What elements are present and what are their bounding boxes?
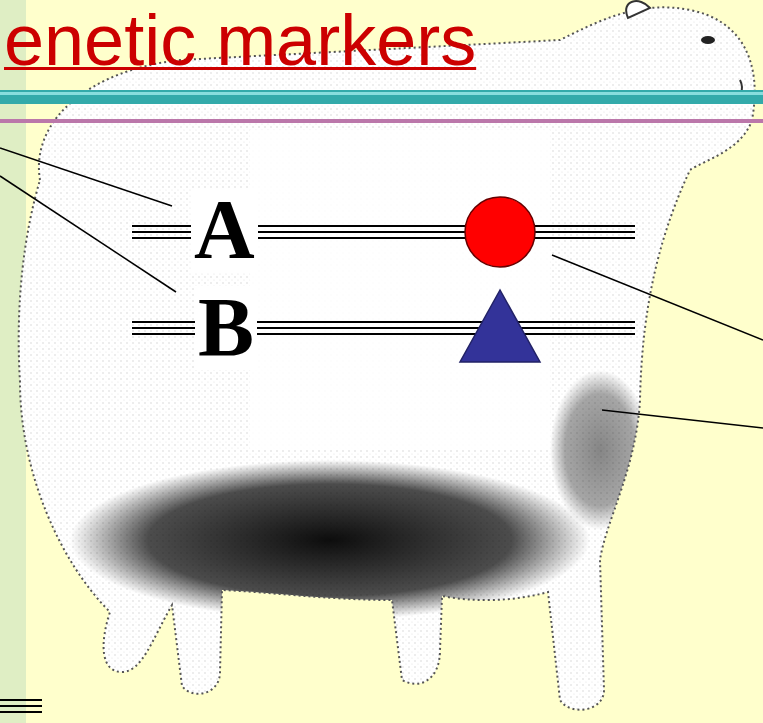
locus-label: B xyxy=(195,286,257,370)
marker-circle xyxy=(465,197,535,267)
title-bar xyxy=(0,90,763,104)
sheep-ear xyxy=(626,1,650,18)
sheep-eye xyxy=(701,36,715,44)
locus-label: A xyxy=(191,188,258,272)
marker-triangle xyxy=(460,290,540,362)
slide-title: enetic markers xyxy=(4,4,476,76)
corner-lines xyxy=(0,700,42,712)
title-rule xyxy=(0,119,763,123)
leader-line xyxy=(0,148,763,428)
